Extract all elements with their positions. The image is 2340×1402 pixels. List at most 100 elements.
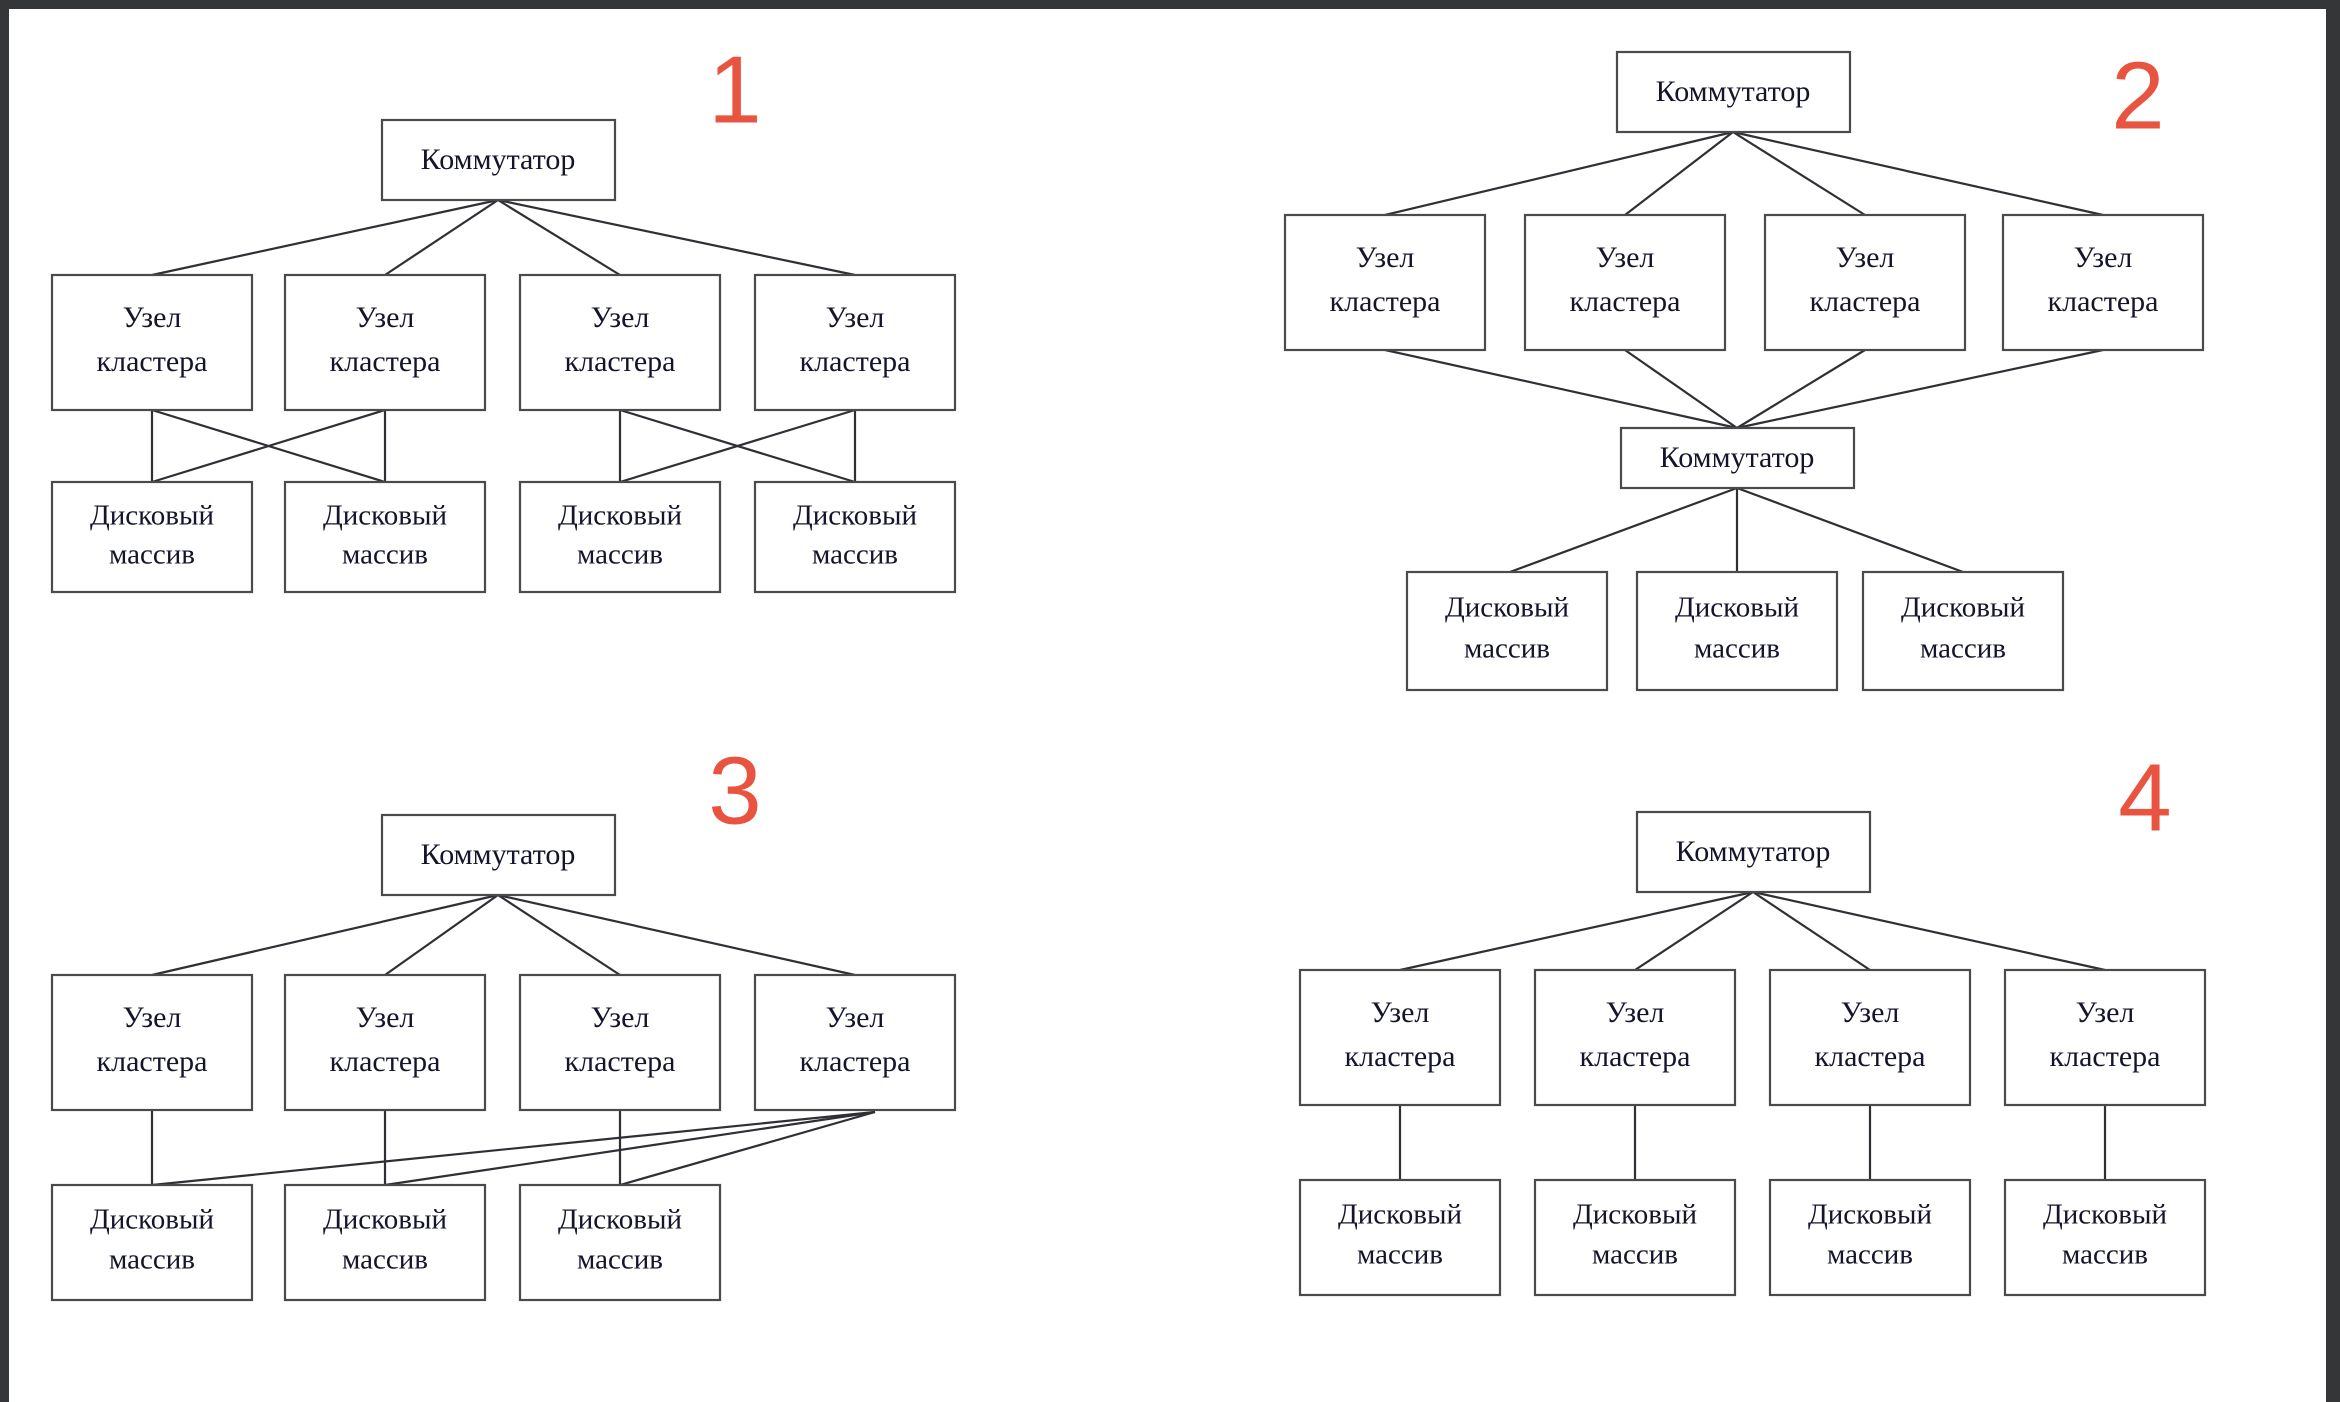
panel-1-cluster-node-3[interactable]: Узел кластера — [518, 273, 722, 412]
page-chrome-right — [2326, 0, 2340, 1402]
panel-2-disk-3-line2: массив — [1920, 633, 2006, 665]
panel-3-disk-1-line2: массив — [109, 1244, 195, 1276]
panel-1-disk-array-4[interactable]: Дисковый массив — [753, 480, 957, 594]
panel-1-disk-array-3[interactable]: Дисковый массив — [518, 480, 722, 594]
panel-1-links-nodes-to-disks — [150, 408, 857, 484]
panel-2-switch-box-top[interactable]: Коммутатор — [1615, 50, 1852, 134]
panel-1-node-3-line1: Узел — [591, 301, 650, 334]
panel-4-node-4-line1: Узел — [2076, 996, 2135, 1029]
panel-3-disk-3-line2: массив — [577, 1244, 663, 1276]
panel-4-node-3-line2: кластера — [1815, 1040, 1926, 1073]
panel-3-number: 3 — [708, 737, 761, 844]
panel-4-cluster-node-3[interactable]: Узел кластера — [1768, 968, 1972, 1107]
panel-3-switch-label: Коммутатор — [421, 838, 576, 871]
panel-3: Коммутатор Узел кластера Узел кластера У… — [0, 737, 1020, 1380]
panel-1-node-2-line1: Узел — [356, 301, 415, 334]
panel-1-node-4-line1: Узел — [826, 301, 885, 334]
panel-2-disk-array-1[interactable]: Дисковый массив — [1405, 570, 1609, 692]
panel-4-node-3-line1: Узел — [1841, 996, 1900, 1029]
panel-2-links-switch-to-nodes — [1384, 130, 2104, 217]
panel-4-cluster-node-4[interactable]: Узел кластера — [2003, 968, 2207, 1107]
panel-1-switch-label: Коммутатор — [421, 143, 576, 176]
panel-1-disk-2-line1: Дисковый — [323, 500, 447, 532]
panel-3-disk-array-3[interactable]: Дисковый массив — [518, 1183, 722, 1302]
panel-2-disk-2-line1: Дисковый — [1675, 592, 1799, 624]
panel-3-cluster-node-4[interactable]: Узел кластера — [753, 973, 957, 1112]
panel-1-disk-1-line2: массив — [109, 539, 195, 571]
panel-4-disk-1-line1: Дисковый — [1338, 1199, 1462, 1231]
panel-4-disk-array-2[interactable]: Дисковый массив — [1533, 1178, 1737, 1297]
panel-4-switch-box[interactable]: Коммутатор — [1635, 810, 1872, 894]
panel-3-node-2-line1: Узел — [356, 1001, 415, 1034]
panel-2-switch-bottom-label: Коммутатор — [1660, 441, 1815, 474]
panel-2-node-2-line1: Узел — [1596, 241, 1655, 274]
panel-1-cluster-node-4[interactable]: Узел кластера — [753, 273, 957, 412]
panel-3-disk-3-line1: Дисковый — [558, 1204, 682, 1236]
panel-2-node-2-line2: кластера — [1570, 285, 1681, 318]
panel-3-disk-array-1[interactable]: Дисковый массив — [50, 1183, 254, 1302]
panel-1-disk-3-line2: массив — [577, 539, 663, 571]
panel-3-disk-array-2[interactable]: Дисковый массив — [283, 1183, 487, 1302]
panel-2-disk-2-line2: массив — [1694, 633, 1780, 665]
panel-4-links-nodes-to-disks — [1398, 1105, 2107, 1180]
panel-4-node-2-line2: кластера — [1580, 1040, 1691, 1073]
panel-4-cluster-node-1[interactable]: Узел кластера — [1298, 968, 1502, 1107]
panel-2-disk-1-line1: Дисковый — [1445, 592, 1569, 624]
panel-1-disk-array-2[interactable]: Дисковый массив — [283, 480, 487, 594]
panel-2-node-3-line2: кластера — [1810, 285, 1921, 318]
panel-4-links-switch-to-nodes — [1399, 890, 2106, 972]
panel-3-cluster-node-3[interactable]: Узел кластера — [518, 973, 722, 1112]
panel-1-node-1-line2: кластера — [97, 345, 208, 378]
panel-3-node-4-line1: Узел — [826, 1001, 885, 1034]
panel-3-node-1-line1: Узел — [123, 1001, 182, 1034]
panel-2: Коммутатор Узел кластера Узел кластера У… — [1245, 0, 2340, 730]
panel-4-disk-array-4[interactable]: Дисковый массив — [2003, 1178, 2207, 1297]
panel-4-disk-3-line2: массив — [1827, 1239, 1913, 1271]
panel-3-switch-box[interactable]: Коммутатор — [380, 813, 617, 897]
panel-2-switch-box-bottom[interactable]: Коммутатор — [1619, 426, 1856, 490]
panel-1-switch-box[interactable]: Коммутатор — [380, 118, 617, 202]
panel-4: Коммутатор Узел кластера Узел кластера У… — [1245, 744, 2340, 1380]
panel-1-disk-4-line2: массив — [812, 539, 898, 571]
panel-2-disk-1-line2: массив — [1464, 633, 1550, 665]
panel-1-disk-1-line1: Дисковый — [90, 500, 214, 532]
panel-1-node-4-line2: кластера — [800, 345, 911, 378]
panel-2-node-4-line2: кластера — [2048, 285, 2159, 318]
panel-2-disk-array-2[interactable]: Дисковый массив — [1635, 570, 1839, 692]
panel-1-disk-2-line2: массив — [342, 539, 428, 571]
panel-2-cluster-node-2[interactable]: Узел кластера — [1523, 213, 1727, 352]
panel-2-cluster-node-1[interactable]: Узел кластера — [1283, 213, 1487, 352]
panel-1-number: 1 — [708, 36, 761, 143]
panel-1-cluster-node-2[interactable]: Узел кластера — [283, 273, 487, 412]
panel-2-node-1-line1: Узел — [1356, 241, 1415, 274]
panel-4-node-4-line2: кластера — [2050, 1040, 2161, 1073]
panel-3-cluster-node-2[interactable]: Узел кластера — [283, 973, 487, 1112]
panel-2-cluster-node-3[interactable]: Узел кластера — [1763, 213, 1967, 352]
panel-3-links-nodes-to-disks — [150, 1110, 876, 1187]
panel-1-disk-4-line1: Дисковый — [793, 500, 917, 532]
panel-1-cluster-node-1[interactable]: Узел кластера — [50, 273, 254, 412]
panel-1-links-switch-to-nodes — [151, 198, 856, 277]
panel-3-node-2-line2: кластера — [330, 1045, 441, 1078]
panel-2-links-nodes-to-switch — [1384, 348, 2104, 430]
panel-3-node-1-line2: кластера — [97, 1045, 208, 1078]
panel-2-node-3-line1: Узел — [1836, 241, 1895, 274]
page-chrome-left — [0, 0, 9, 1402]
panel-3-disk-2-line2: массив — [342, 1244, 428, 1276]
panel-2-cluster-node-4[interactable]: Узел кластера — [2001, 213, 2205, 352]
panel-4-cluster-node-2[interactable]: Узел кластера — [1533, 968, 1737, 1107]
panel-2-switch-top-label: Коммутатор — [1656, 75, 1811, 108]
panel-4-switch-label: Коммутатор — [1676, 835, 1831, 868]
panel-1-node-2-line2: кластера — [330, 345, 441, 378]
panel-1-disk-array-1[interactable]: Дисковый массив — [50, 480, 254, 594]
panel-3-node-4-line2: кластера — [800, 1045, 911, 1078]
panel-3-cluster-node-1[interactable]: Узел кластера — [50, 973, 254, 1112]
panel-2-disk-array-3[interactable]: Дисковый массив — [1861, 570, 2065, 692]
panel-4-disk-array-3[interactable]: Дисковый массив — [1768, 1178, 1972, 1297]
panel-2-links-switch-to-disks — [1509, 486, 1964, 574]
panel-4-node-2-line1: Узел — [1606, 996, 1665, 1029]
panel-4-disk-1-line2: массив — [1357, 1239, 1443, 1271]
panel-4-disk-array-1[interactable]: Дисковый массив — [1298, 1178, 1502, 1297]
panel-4-node-1-line2: кластера — [1345, 1040, 1456, 1073]
